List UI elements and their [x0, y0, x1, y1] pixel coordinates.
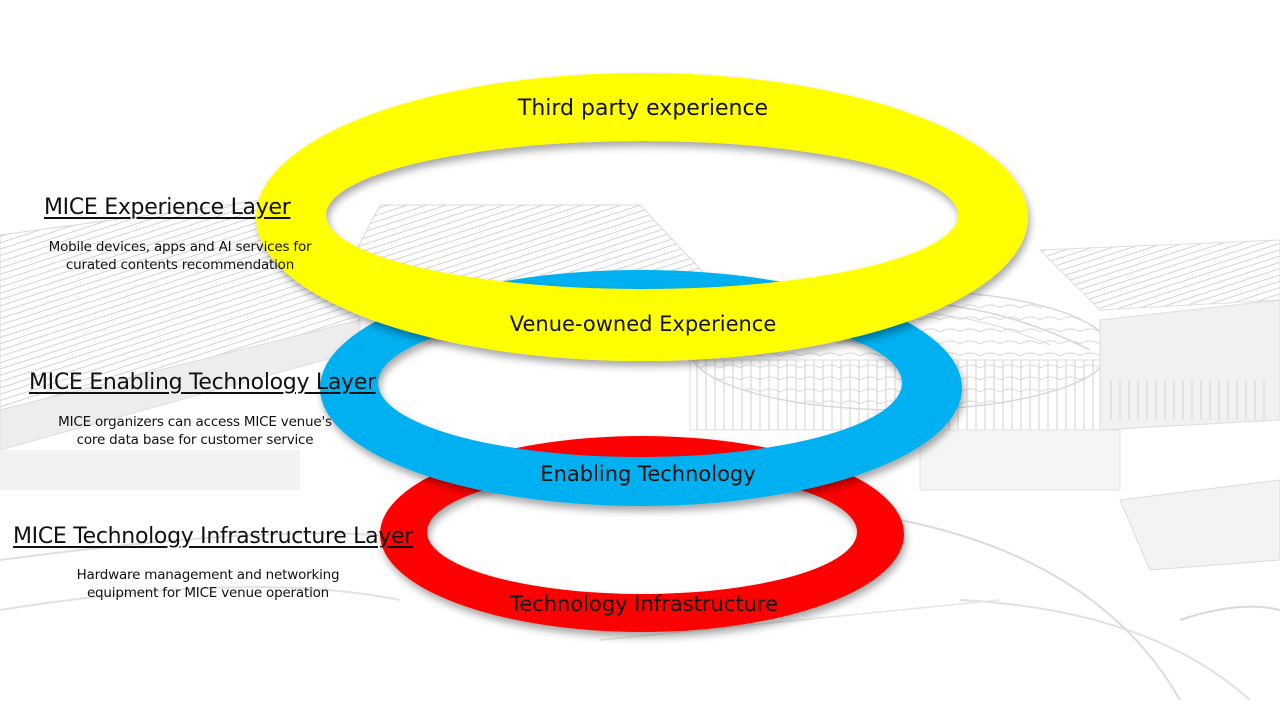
yellow-ring-top-label: Third party experience [517, 96, 768, 121]
yellow-ring-shape [255, 72, 1029, 362]
experience-desc-line-2: curated contents recommendation [65, 257, 295, 273]
yellow-ring-bottom-label: Venue-owned Experience [510, 312, 777, 336]
experience-ring [255, 72, 1029, 362]
experience-layer-title: MICE Experience Layer [44, 195, 291, 220]
infrastructure-ring [380, 436, 904, 632]
enabling-ring [319, 269, 963, 507]
blue-ring-label: Enabling Technology [540, 462, 755, 486]
experience-desc-line-1: Mobile devices, apps and AI services for [48, 239, 312, 255]
enabling-desc-line-2: core data base for customer service [76, 432, 314, 448]
enabling-layer-description: MICE organizers can access MICE venue's … [30, 413, 360, 449]
blue-ring-shape [319, 269, 963, 507]
red-ring-label: Technology Infrastructure [509, 592, 778, 616]
infrastructure-desc-line-2: equipment for MICE venue operation [86, 585, 330, 601]
infrastructure-layer-description: Hardware management and networking equip… [43, 566, 373, 602]
infrastructure-desc-line-1: Hardware management and networking [76, 567, 340, 583]
red-ring-shape [380, 436, 904, 632]
enabling-layer-title: MICE Enabling Technology Layer [29, 370, 376, 395]
enabling-desc-line-1: MICE organizers can access MICE venue's [58, 414, 332, 430]
infrastructure-layer-title: MICE Technology Infrastructure Layer [13, 524, 414, 549]
experience-layer-description: Mobile devices, apps and AI services for… [20, 238, 340, 274]
